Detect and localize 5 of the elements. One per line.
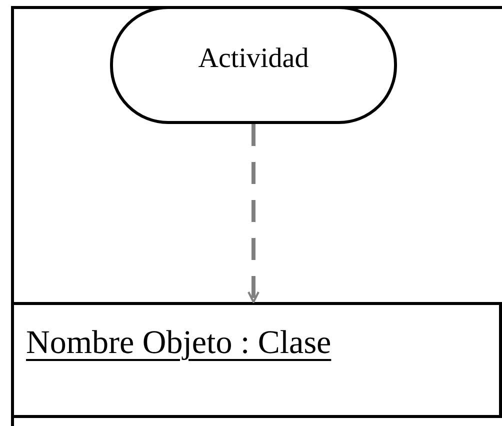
- frame-box: [11, 6, 502, 426]
- object-name: Nombre Objeto : Clase: [26, 325, 332, 361]
- activity-label: Actividad: [198, 45, 309, 73]
- dashed-arrow: [248, 124, 260, 303]
- object-box: [11, 302, 502, 418]
